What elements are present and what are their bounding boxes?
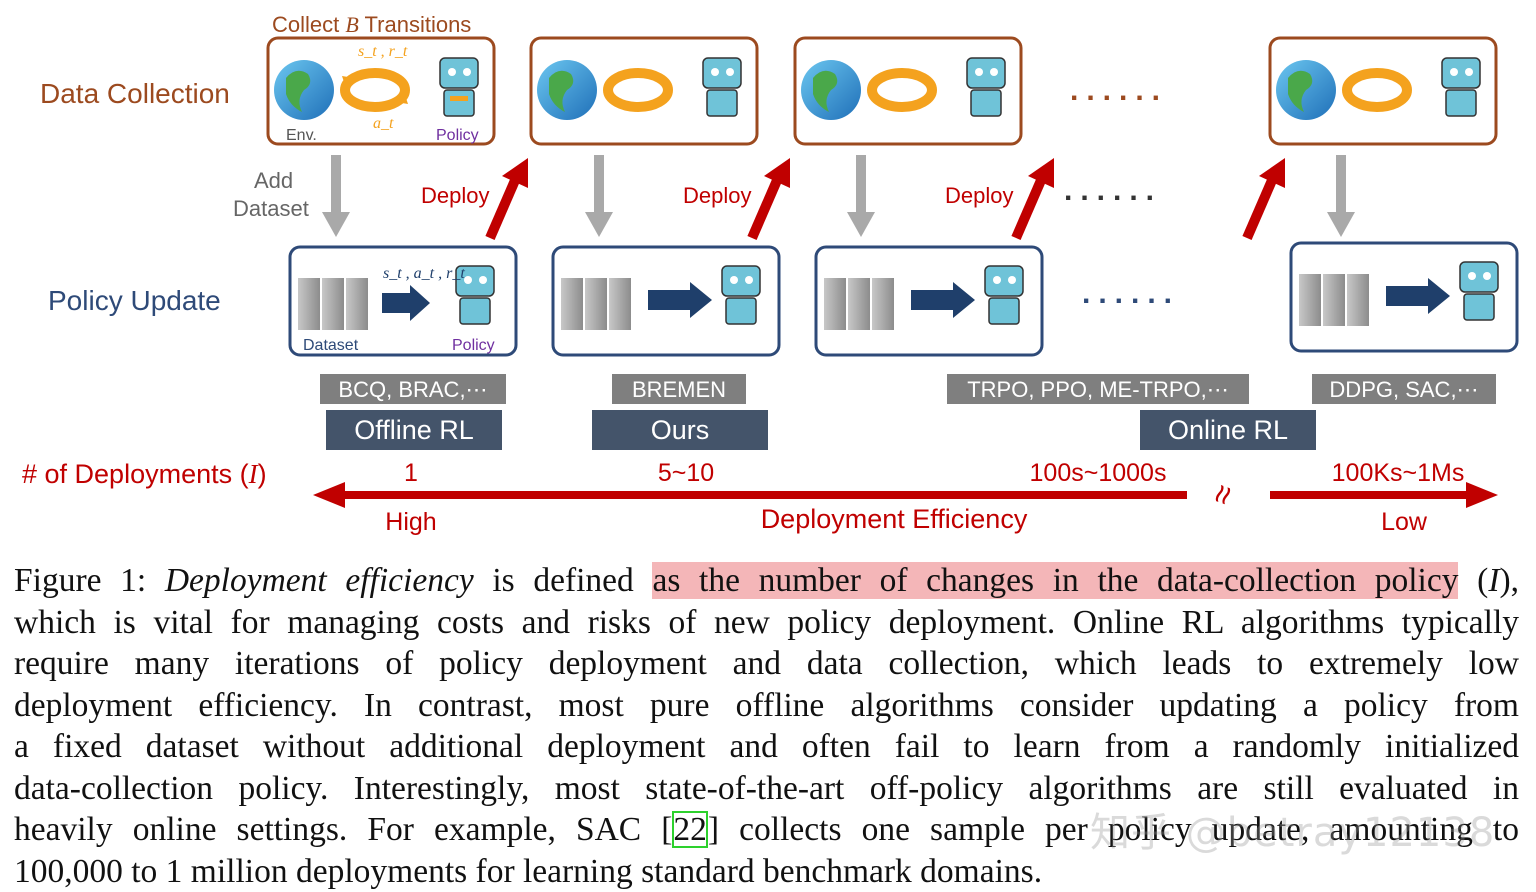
efficiency-low-label: Low [1381, 508, 1428, 536]
caption-text: heavily online settings. For example, SA… [14, 811, 672, 848]
caption-text: ( [1458, 562, 1488, 599]
caption-line: a fixed dataset without additional deplo… [14, 726, 1519, 768]
row-label-data-collection: Data Collection [40, 78, 230, 109]
svg-text:TRPO, PPO, ME-TRPO,⋯: TRPO, PPO, ME-TRPO,⋯ [967, 377, 1229, 402]
algorithm-label: BCQ, BRAC,⋯ [320, 374, 506, 404]
collection-box: s_t , r_t a_t Env. Policy [268, 38, 494, 144]
caption-text: is defined [474, 562, 653, 599]
deployments-axis-label: # of Deployments (I) [22, 459, 267, 489]
policy-label: Policy [452, 337, 495, 354]
svg-text:BREMEN: BREMEN [632, 377, 726, 402]
deploy-label: Deploy [945, 183, 1013, 208]
svg-text:Ours: Ours [651, 415, 710, 445]
robot-icon [1460, 262, 1498, 320]
figure-number: Figure 1: [14, 562, 165, 599]
collection-box [795, 38, 1021, 144]
deploy-label: Deploy [421, 183, 489, 208]
add-dataset-label: Add Dataset [233, 168, 309, 221]
collection-box [531, 38, 757, 144]
robot-icon [985, 266, 1023, 324]
dataset-icon [298, 278, 368, 330]
deploy-label: Deploy [683, 183, 751, 208]
transition-text: s_t , a_t , r_t [383, 265, 465, 282]
update-box [553, 247, 779, 355]
algorithm-label: TRPO, PPO, ME-TRPO,⋯ [947, 374, 1249, 404]
update-box [1291, 243, 1517, 351]
axis-break-symbol: ≈ [1202, 479, 1244, 510]
deployment-count: 1 [404, 459, 418, 487]
svg-text:DDPG, SAC,⋯: DDPG, SAC,⋯ [1329, 377, 1478, 402]
highlighted-text: as the number of changes in the data-col… [652, 562, 1458, 599]
deployment-count: 100s~1000s [1030, 459, 1167, 487]
svg-text:Offline RL: Offline RL [354, 415, 474, 445]
globe-icon [274, 60, 334, 120]
row-label-policy-update: Policy Update [48, 285, 221, 316]
svg-text:Online RL: Online RL [1168, 415, 1288, 445]
dataset-icon [1299, 274, 1369, 326]
efficiency-title: Deployment Efficiency [761, 504, 1028, 534]
collection-box [1270, 38, 1496, 144]
caption-line: which is vital for managing costs and ri… [14, 602, 1519, 644]
dataset-icon [561, 278, 631, 330]
globe-icon [537, 60, 597, 120]
robot-icon [440, 58, 478, 116]
globe-icon [801, 60, 861, 120]
policy-label: Policy [436, 127, 479, 144]
category-label: Online RL [1140, 410, 1316, 450]
caption-text: ), [1499, 562, 1519, 599]
dataset-label: Dataset [303, 337, 359, 354]
defined-term: Deployment efficiency [165, 562, 474, 599]
ellipsis-dots: ...... [1082, 277, 1180, 310]
update-box [816, 247, 1042, 355]
svg-text:BCQ, BRAC,⋯: BCQ, BRAC,⋯ [338, 377, 487, 402]
category-label: Offline RL [326, 410, 502, 450]
math-variable: I [1488, 562, 1499, 599]
robot-icon [722, 266, 760, 324]
caption-line: Figure 1: Deployment efficiency is defin… [14, 560, 1519, 602]
deployment-count: 5~10 [658, 459, 714, 487]
caption-line: deployment efficiency. In contrast, most… [14, 685, 1519, 727]
algorithm-label: BREMEN [612, 374, 746, 404]
citation-link[interactable]: 22 [672, 811, 708, 848]
collect-transitions-label: Collect B Transitions [272, 12, 471, 37]
env-label: Env. [286, 127, 317, 144]
globe-icon [1276, 60, 1336, 120]
update-box: s_t , a_t , r_t Dataset Policy [290, 247, 516, 355]
figure-diagram: Data Collection Policy Update Collect B … [0, 0, 1536, 550]
action-text: a_t [373, 115, 394, 132]
robot-icon [967, 58, 1005, 116]
deploy-arrow [490, 158, 1285, 238]
efficiency-high-label: High [385, 508, 436, 536]
deployment-count: 100Ks~1Ms [1332, 459, 1465, 487]
watermark: 知乎 @betray12138 [1090, 800, 1495, 858]
ellipsis-dots: ...... [1070, 74, 1168, 107]
category-label: Ours [592, 410, 768, 450]
algorithm-label: DDPG, SAC,⋯ [1312, 374, 1496, 404]
ellipsis-dots: ...... [1064, 174, 1162, 207]
robot-icon [1442, 58, 1480, 116]
caption-line: require many iterations of policy deploy… [14, 643, 1519, 685]
state-reward-text: s_t , r_t [358, 43, 408, 60]
dataset-icon [824, 278, 894, 330]
robot-icon [703, 58, 741, 116]
